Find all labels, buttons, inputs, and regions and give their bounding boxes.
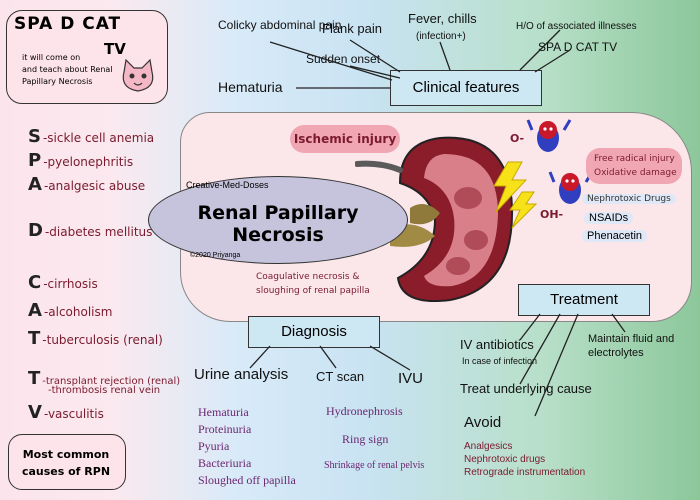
title-main: SPA D CAT bbox=[14, 14, 122, 34]
cat-icon bbox=[122, 58, 154, 92]
radical-label: OH- bbox=[540, 208, 564, 221]
rpn-title: Renal Papillary Necrosis bbox=[197, 202, 359, 246]
acronym-letter: V bbox=[28, 402, 42, 423]
avoid-item: Retrograde instrumentation bbox=[464, 467, 586, 478]
acronym-text: -alcoholism bbox=[43, 305, 113, 319]
lightning-icon bbox=[509, 191, 538, 229]
ct-finding: Hydronephrosis bbox=[326, 404, 403, 418]
urine-finding: Proteinuria bbox=[198, 422, 252, 436]
acronym-text: -analgesic abuse bbox=[43, 179, 146, 193]
nephrotoxic-label: Nephrotoxic Drugs bbox=[582, 194, 676, 204]
treatment-fluid: Maintain fluid and electrolytes bbox=[588, 333, 675, 359]
subtitle-line: Papillary Necrosis bbox=[22, 77, 93, 86]
clinical-item: H/O of associated illnesses bbox=[516, 21, 637, 32]
coagulative-necrosis-text: Coagulative necrosis & sloughing of rena… bbox=[256, 272, 370, 296]
acronym-letter: A bbox=[28, 174, 42, 195]
lightning-icon bbox=[493, 161, 528, 213]
diagnosis-box: Diagnosis bbox=[248, 316, 380, 348]
title-subtitle: it will come on and teach about Renal Pa… bbox=[22, 52, 118, 88]
acronym-item: -thrombosis renal vein bbox=[48, 385, 160, 396]
diagnosis-method: Urine analysis bbox=[194, 366, 289, 383]
acronym-text: -diabetes mellitus bbox=[44, 225, 153, 239]
urine-finding: Hematuria bbox=[198, 405, 249, 419]
acronym-item: A-alcoholism bbox=[28, 300, 112, 321]
free-radical-badge bbox=[586, 148, 682, 184]
acronym-text: -pyelonephritis bbox=[43, 155, 134, 169]
free-radical-character-icon bbox=[526, 119, 572, 152]
causes-text: Most common causes of RPN bbox=[21, 448, 111, 478]
acronym-letter: T bbox=[28, 328, 41, 349]
acronym-letter: S bbox=[28, 126, 41, 147]
free-radical-line: Free radical injury bbox=[594, 154, 675, 164]
clinical-item: Colicky abdominal pain bbox=[218, 18, 342, 32]
causes-card bbox=[8, 434, 126, 490]
urine-finding: Pyuria bbox=[198, 439, 230, 453]
urine-finding: Sloughed off papilla bbox=[198, 473, 296, 487]
acronym-text: -tuberculosis (renal) bbox=[42, 333, 163, 347]
acronym-item: C-cirrhosis bbox=[28, 272, 98, 293]
acronym-item: A-analgesic abuse bbox=[28, 174, 145, 195]
diagnosis-method: CT scan bbox=[316, 369, 365, 384]
treatment-avoid: Avoid bbox=[464, 414, 502, 431]
treatment-box: Treatment bbox=[518, 284, 650, 316]
acronym-text: -transplant rejection (renal) bbox=[42, 376, 181, 387]
subtitle-line: and teach about Renal bbox=[22, 65, 113, 74]
urine-finding: Bacteriuria bbox=[198, 456, 252, 470]
acronym-letter: A bbox=[28, 300, 42, 321]
ureter-icon bbox=[355, 160, 403, 173]
acronym-text: -sickle cell anemia bbox=[42, 131, 155, 145]
acronym-text: -cirrhosis bbox=[43, 277, 98, 291]
clinical-item: Sudden onset bbox=[306, 52, 381, 66]
acronym-item: V-vasculitis bbox=[28, 402, 104, 423]
acronym-item: S-sickle cell anemia bbox=[28, 126, 154, 147]
copyright-text: ©2020 Priyanga bbox=[190, 252, 241, 259]
acronym-text: -vasculitis bbox=[43, 407, 104, 421]
ct-finding: Ring sign bbox=[342, 432, 389, 446]
clinical-item: SPA D CAT TV bbox=[538, 40, 618, 54]
acronym-item: T-tuberculosis (renal) bbox=[28, 328, 163, 349]
treatment-iv: IV antibiotics bbox=[460, 337, 534, 352]
diagnosis-method: IVU bbox=[398, 370, 424, 387]
urine-findings: Hematuria Proteinuria Pyuria Bacteriuria… bbox=[198, 404, 296, 489]
avoid-item: Nephrotoxic drugs bbox=[464, 454, 546, 465]
subtitle-line: it will come on bbox=[22, 53, 81, 62]
acronym-item: T-transplant rejection (renal) bbox=[28, 368, 180, 389]
acronym-item: D-diabetes mellitus bbox=[28, 220, 152, 241]
clinical-item: (infection+) bbox=[416, 31, 466, 42]
nsaids-label: NSAIDs bbox=[584, 212, 634, 224]
rpn-ellipse bbox=[148, 176, 408, 264]
free-radical-text: Free radical injury Oxidative damage bbox=[594, 152, 677, 180]
phenacetin-label: Phenacetin bbox=[582, 230, 648, 242]
acronym-letter: T bbox=[28, 368, 41, 389]
clinical-item: Fever, chills bbox=[408, 11, 477, 26]
acronym-letter: D bbox=[28, 220, 43, 241]
oxidative-line: Oxidative damage bbox=[594, 168, 677, 178]
credit-text: Creative-Med-Doses bbox=[186, 180, 269, 190]
radical-label: O- bbox=[510, 132, 525, 145]
clinical-features-box: Clinical features bbox=[390, 70, 542, 106]
treatment-underlying: Treat underlying cause bbox=[460, 381, 592, 396]
acronym-text: -thrombosis renal vein bbox=[48, 385, 161, 396]
ischemic-injury-label: Ischemic injury bbox=[290, 125, 400, 153]
clinical-item: Flank pain bbox=[322, 21, 382, 36]
treatment-iv-note: In case of infection bbox=[462, 356, 538, 366]
acronym-letter: C bbox=[28, 272, 42, 293]
avoid-item: Analgesics bbox=[464, 441, 513, 452]
avoid-list: Analgesics Nephrotoxic drugs Retrograde … bbox=[464, 440, 585, 479]
title-tv: TV bbox=[104, 40, 126, 58]
clinical-item: Hematuria bbox=[218, 79, 283, 95]
acronym-letter: P bbox=[28, 150, 42, 171]
acronym-item: P-pyelonephritis bbox=[28, 150, 133, 171]
kidney-illustration bbox=[390, 136, 514, 302]
ct-finding: Shrinkage of renal pelvis bbox=[324, 460, 425, 471]
